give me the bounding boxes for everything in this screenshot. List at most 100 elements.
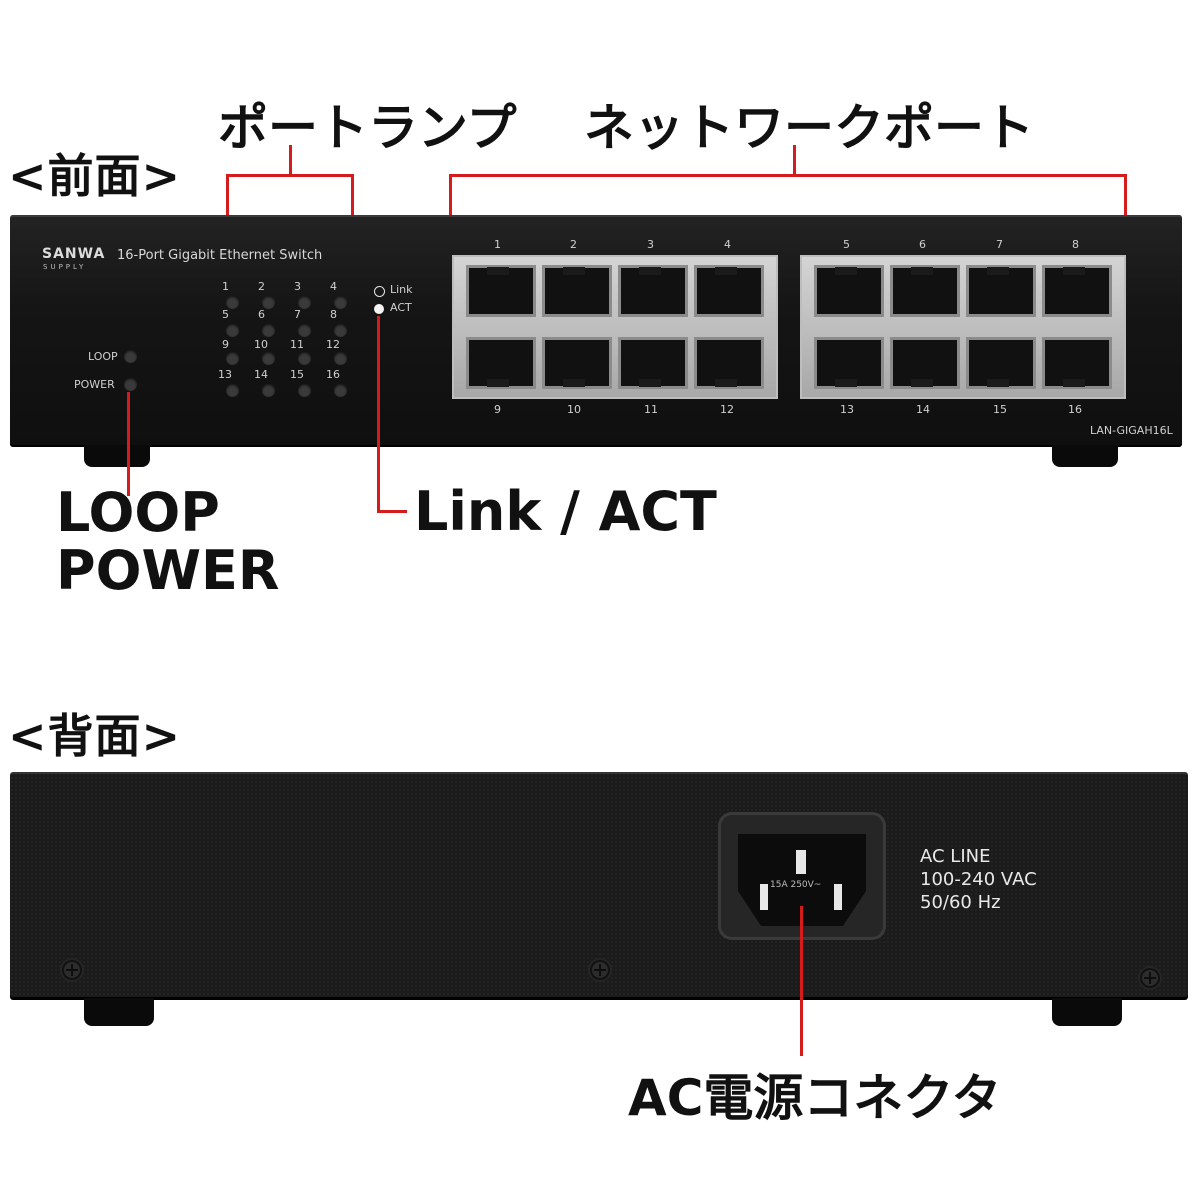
network-port-bracket bbox=[449, 174, 1127, 177]
back-foot-right bbox=[1052, 998, 1122, 1026]
port-lamp bbox=[334, 296, 347, 309]
port-lamp bbox=[226, 352, 239, 365]
network-port-bracket-right bbox=[1124, 174, 1127, 252]
lamp-number: 8 bbox=[330, 308, 337, 321]
port-lamp bbox=[226, 324, 239, 337]
lamp-number: 14 bbox=[254, 368, 268, 381]
lamp-number: 2 bbox=[258, 280, 265, 293]
ethernet-port-6[interactable] bbox=[890, 265, 960, 317]
screw-icon bbox=[1140, 968, 1160, 988]
power-label: POWER bbox=[56, 539, 280, 602]
port-lamp bbox=[334, 324, 347, 337]
port-lamp bbox=[226, 384, 239, 397]
lamp-number: 5 bbox=[222, 308, 229, 321]
port-number: 8 bbox=[1072, 238, 1079, 251]
ac-ground-pin bbox=[796, 850, 806, 874]
ac-voltage-text: 100-240 VAC bbox=[920, 869, 1037, 890]
port-lamp bbox=[334, 352, 347, 365]
port-lamp-label: ポートランプ bbox=[218, 99, 517, 157]
front-foot-left bbox=[84, 445, 150, 467]
ac-inlet-rating: 15A 250V~ bbox=[770, 880, 822, 890]
port-lamp bbox=[298, 384, 311, 397]
ethernet-port-9[interactable] bbox=[466, 337, 536, 389]
port-number: 11 bbox=[644, 403, 658, 416]
loop-led bbox=[124, 350, 137, 363]
port-lamp bbox=[262, 352, 275, 365]
port-number: 5 bbox=[843, 238, 850, 251]
lamp-number: 10 bbox=[254, 338, 268, 351]
port-lamp bbox=[262, 384, 275, 397]
device-title: 16-Port Gigabit Ethernet Switch bbox=[117, 248, 323, 263]
port-number: 3 bbox=[647, 238, 654, 251]
lamp-number: 7 bbox=[294, 308, 301, 321]
network-port-bracket-left bbox=[449, 174, 452, 252]
port-block-left bbox=[452, 255, 778, 399]
ethernet-port-15[interactable] bbox=[966, 337, 1036, 389]
ac-connector-label: AC電源コネクタ bbox=[628, 1069, 1002, 1127]
link-indicator-label: Link bbox=[390, 283, 413, 296]
port-number: 16 bbox=[1068, 403, 1082, 416]
ethernet-port-10[interactable] bbox=[542, 337, 612, 389]
ethernet-port-16[interactable] bbox=[1042, 337, 1112, 389]
lamp-number: 11 bbox=[290, 338, 304, 351]
port-number: 13 bbox=[840, 403, 854, 416]
ethernet-port-11[interactable] bbox=[618, 337, 688, 389]
ethernet-port-12[interactable] bbox=[694, 337, 764, 389]
front-foot-right bbox=[1052, 445, 1118, 467]
port-number: 10 bbox=[567, 403, 581, 416]
port-lamp bbox=[298, 296, 311, 309]
port-lamp bbox=[334, 384, 347, 397]
screw-icon bbox=[590, 960, 610, 980]
port-number: 4 bbox=[724, 238, 731, 251]
port-lamp bbox=[226, 296, 239, 309]
ac-line-pin bbox=[760, 884, 768, 910]
model-number: LAN-GIGAH16L bbox=[1090, 424, 1173, 437]
port-block-right bbox=[800, 255, 1126, 399]
loop-led-label: LOOP bbox=[88, 350, 118, 363]
link-act-leader bbox=[377, 316, 380, 512]
port-lamp-grid: 1 2 3 4 5 6 7 8 9 10 11 12 13 14 15 16 bbox=[214, 280, 364, 400]
ethernet-port-1[interactable] bbox=[466, 265, 536, 317]
lamp-number: 9 bbox=[222, 338, 229, 351]
power-led bbox=[124, 378, 137, 391]
port-lamp bbox=[262, 324, 275, 337]
port-lamp bbox=[262, 296, 275, 309]
loop-label: LOOP bbox=[56, 481, 220, 544]
link-indicator-symbol bbox=[374, 286, 385, 297]
back-heading: <背面> bbox=[8, 709, 182, 763]
ac-frequency-text: 50/60 Hz bbox=[920, 892, 1001, 913]
back-foot-left bbox=[84, 998, 154, 1026]
screw-icon bbox=[62, 960, 82, 980]
link-act-label: Link / ACT bbox=[414, 480, 717, 543]
lamp-number: 1 bbox=[222, 280, 229, 293]
front-heading: <前面> bbox=[8, 149, 182, 203]
port-lamp-bracket bbox=[226, 174, 354, 177]
port-number: 2 bbox=[570, 238, 577, 251]
ac-connector-leader bbox=[800, 906, 803, 1056]
power-led-label: POWER bbox=[74, 378, 115, 391]
sanwa-logo-sub: SUPPLY bbox=[43, 263, 87, 271]
ethernet-port-7[interactable] bbox=[966, 265, 1036, 317]
lamp-number: 13 bbox=[218, 368, 232, 381]
ethernet-port-4[interactable] bbox=[694, 265, 764, 317]
lamp-number: 3 bbox=[294, 280, 301, 293]
port-number: 6 bbox=[919, 238, 926, 251]
ac-neutral-pin bbox=[834, 884, 842, 910]
port-number: 12 bbox=[720, 403, 734, 416]
lamp-number: 15 bbox=[290, 368, 304, 381]
act-indicator-symbol bbox=[374, 304, 384, 314]
port-number: 15 bbox=[993, 403, 1007, 416]
act-indicator-label: ACT bbox=[390, 301, 412, 314]
lamp-number: 12 bbox=[326, 338, 340, 351]
ethernet-port-14[interactable] bbox=[890, 337, 960, 389]
ethernet-port-3[interactable] bbox=[618, 265, 688, 317]
lamp-number: 6 bbox=[258, 308, 265, 321]
ethernet-port-2[interactable] bbox=[542, 265, 612, 317]
ethernet-port-13[interactable] bbox=[814, 337, 884, 389]
sanwa-logo: SANWA bbox=[42, 246, 106, 262]
ethernet-port-5[interactable] bbox=[814, 265, 884, 317]
ethernet-port-8[interactable] bbox=[1042, 265, 1112, 317]
port-lamp bbox=[298, 324, 311, 337]
lamp-number: 16 bbox=[326, 368, 340, 381]
port-number: 14 bbox=[916, 403, 930, 416]
